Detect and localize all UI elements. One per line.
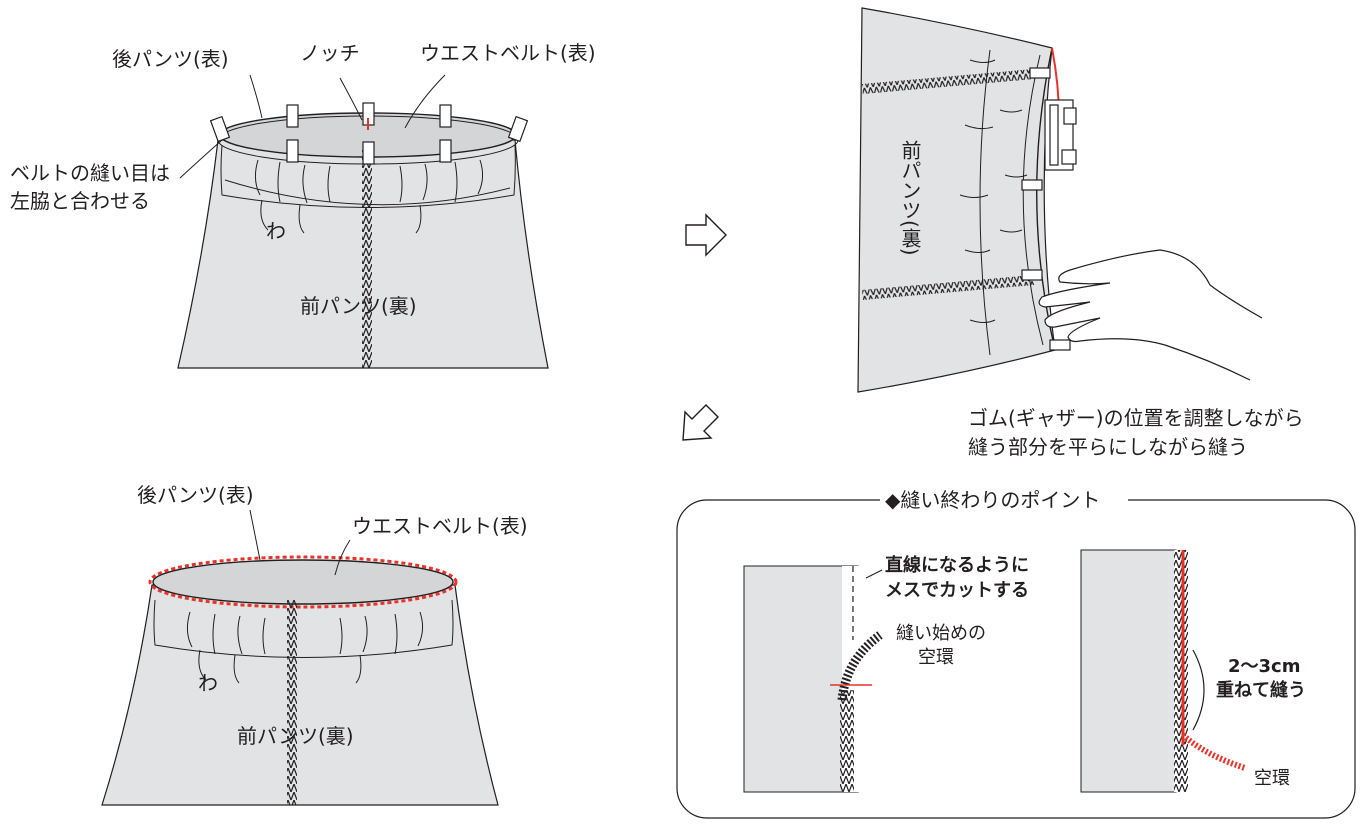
label-fold-1: わ <box>266 219 286 243</box>
arrow-down-left-outline-icon <box>682 404 719 441</box>
label-notch: ノッチ <box>300 41 360 65</box>
label-back-pants-3: 後パンツ(表) <box>137 483 254 507</box>
arrow-right-outline-icon <box>685 213 727 257</box>
hand-icon <box>1038 249 1263 381</box>
clip <box>209 115 231 143</box>
clip <box>286 139 299 163</box>
panel-2-sewing-machine: 前パンツ(裏) ゴム(ギャザー)の位置を調整しながら 縫う部分を平らにしながら縫… <box>857 7 1304 459</box>
end-chain <box>1180 732 1246 771</box>
label-back-pants-1: 後パンツ(表) <box>112 47 229 71</box>
red-serger-stitch-3 <box>148 555 458 609</box>
label-cut-note-1: 直線になるように <box>885 554 1029 576</box>
fabric-swatch-left <box>743 565 859 793</box>
label-front-pants-3: 前パンツ(裏) <box>237 724 354 748</box>
front-seam-serged-1 <box>362 150 372 368</box>
label-start-chain-1: 縫い始めの <box>896 623 986 644</box>
label-seam-note-2: 左脇と合わせる <box>10 189 150 213</box>
label-start-chain-2: 空環 <box>918 647 954 668</box>
panel-4-finishing-point: ◆縫い終わりのポイント 直線になるように メスでカットする 縫い始めの 空環 2… <box>676 487 1356 819</box>
caption-line-1: ゴム(ギャザー)の位置を調整しながら <box>968 406 1304 430</box>
overlap-bracket <box>1192 649 1205 731</box>
fabric-swatch-right <box>1080 549 1177 793</box>
clip <box>1021 269 1043 281</box>
presser-foot <box>1044 99 1077 171</box>
label-front-pants-2: 前パンツ(裏) <box>898 140 922 256</box>
clip <box>439 139 452 163</box>
label-front-pants-1: 前パンツ(裏) <box>300 294 417 318</box>
label-cut-note-2: メスでカットする <box>885 580 1029 601</box>
label-overlap-2: 重ねて縫う <box>1216 679 1306 701</box>
clip <box>439 104 452 128</box>
point-box-title: ◆縫い終わりのポイント <box>885 488 1100 512</box>
label-end-chain: 空環 <box>1254 768 1290 789</box>
clip <box>286 104 299 128</box>
panel-3-waistband-sewn: 後パンツ(表) ウエストベルト(表) わ 前パンツ(裏) <box>101 483 528 806</box>
clip <box>1049 339 1071 351</box>
caption-line-2: 縫う部分を平らにしながら縫う <box>968 435 1248 459</box>
label-waistband-1: ウエストベルト(表) <box>420 41 596 65</box>
pants-body-2 <box>857 7 1056 393</box>
clip <box>362 141 375 165</box>
front-seam-serged-3 <box>287 600 297 805</box>
clip <box>507 115 529 143</box>
pants-body-3 <box>101 584 499 806</box>
side-seam-upper <box>862 69 1035 94</box>
label-seam-note-1: ベルトの縫い目は <box>10 161 170 185</box>
panel-1-waistband-pinned: 後パンツ(表) ノッチ ウエストベルト(表) ベルトの縫い目は 左脇と合わせる … <box>10 41 596 369</box>
waistband-opening-3 <box>152 559 454 605</box>
clip <box>1029 67 1051 79</box>
clip <box>1021 179 1043 191</box>
label-overlap-1: 2～3cm <box>1228 656 1300 677</box>
label-fold-3: わ <box>198 671 218 695</box>
label-waistband-3: ウエストベルト(表) <box>352 514 528 538</box>
side-seam-lower <box>862 275 1035 300</box>
